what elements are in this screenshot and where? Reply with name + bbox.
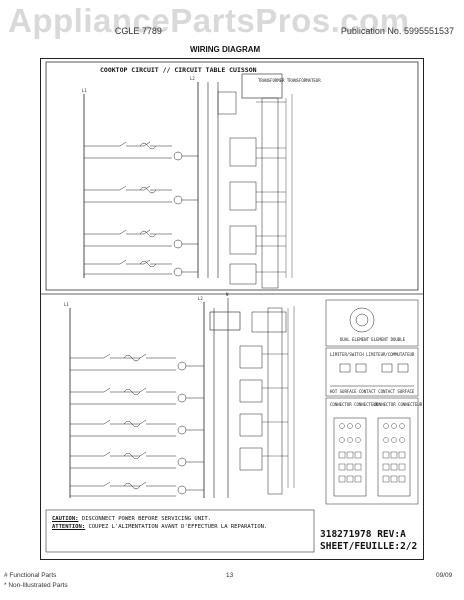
- warning-box: [45, 509, 315, 553]
- control-modules-top: [217, 91, 279, 289]
- harness-top: [256, 94, 293, 278]
- publication-label: Publication No.: [340, 26, 402, 36]
- element-circuits-top: [84, 141, 198, 277]
- legend-hot-surface-label: HOT SURFACE CONTACT CONTACT SURFACE: [330, 389, 415, 394]
- caution-line: CAUTION: DISCONNECT POWER BEFORE SERVICI…: [52, 516, 211, 522]
- transformer-bottom: [209, 311, 241, 331]
- attention-line: ATTENTION: COUPEZ L'ALIMENTATION AVANT D…: [52, 524, 267, 530]
- model-code: CGLE 7789: [114, 26, 162, 36]
- diagram-title: WIRING DIAGRAM: [190, 45, 261, 54]
- publication-info: CGLE 7789 Publication No. 5995551537: [115, 26, 454, 36]
- watermark: AppliancePartsPros.com: [8, 2, 410, 39]
- harness-bottom: [262, 306, 295, 488]
- publication-number: 5995551537: [403, 26, 454, 36]
- legend-limiter: [325, 347, 419, 397]
- connector-pins: [338, 423, 406, 483]
- caution-label: CAUTION:: [52, 516, 79, 522]
- caution-text: DISCONNECT POWER BEFORE SERVICING UNIT.: [81, 516, 211, 522]
- legend-dual-element: [325, 299, 419, 347]
- attention-text: COUPEZ L'ALIMENTATION AVANT D'EFFECTUER …: [88, 524, 268, 530]
- legend-connectors: [325, 397, 419, 505]
- control-modules-bottom: [239, 307, 287, 495]
- footer-page: 13: [226, 572, 234, 579]
- wiring-diagram: L1 L2 TRANSFORMER TRANSFORMATEUR: [40, 61, 424, 553]
- legend-dual-label: DUAL ELEMENT ELEMENT DOUBLE: [340, 337, 406, 342]
- line-label-bottom: L1: [64, 302, 69, 307]
- terminal-l2-top: L2: [190, 76, 195, 81]
- attention-label: ATTENTION:: [52, 524, 86, 530]
- section-title: COOKTOP CIRCUIT // CIRCUIT TABLE CUISSON: [100, 66, 257, 74]
- line-label-top: L1: [82, 88, 87, 93]
- connector-1-label: CONNECTOR CONNECTEUR: [330, 402, 379, 407]
- doc-revision: 318271978 REV:A: [320, 529, 406, 540]
- footer-non-illustrated: * Non-Illustrated Parts: [4, 582, 68, 589]
- diagram-frame: [40, 58, 424, 560]
- terminal-l2-bottom: L2: [198, 296, 203, 301]
- top-section-border: [45, 61, 419, 291]
- connector-2-label: CONNECTOR CONNECTEUR: [374, 402, 423, 407]
- sheet-number: SHEET/FEUILLE:2/2: [320, 541, 418, 552]
- terminal-n: N: [226, 292, 229, 297]
- legend-limiter-label: LIMITER/SWITCH LIMITEUR/COMMUTATEUR: [330, 352, 415, 357]
- footer-functional: # Functional Parts: [4, 572, 57, 579]
- element-circuits-bottom: [70, 353, 204, 497]
- revision-block: 318271978 REV:A SHEET/FEUILLE:2/2: [320, 529, 417, 553]
- footer-date: 09/09: [436, 572, 453, 579]
- transformer-label-top: TRANSFORMER TRANSFORMATEUR: [258, 78, 321, 83]
